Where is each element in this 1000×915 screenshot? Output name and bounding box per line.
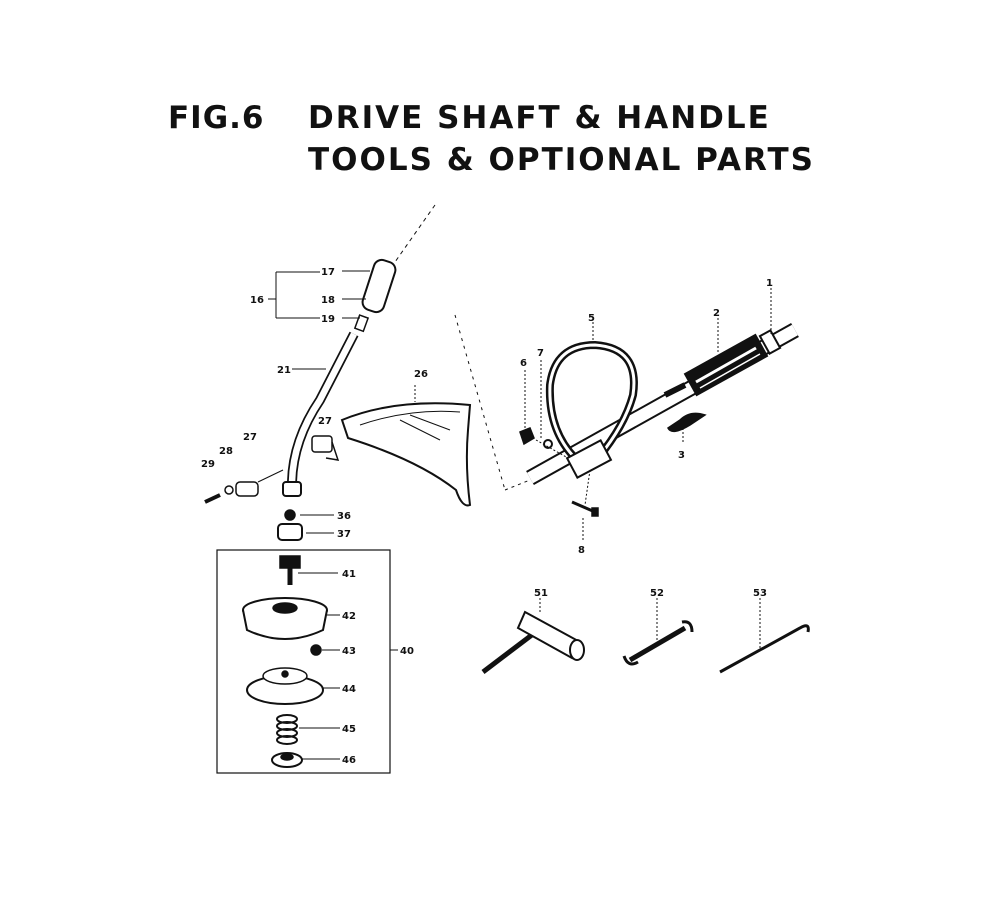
tools — [481, 598, 810, 674]
clamp-27-lower — [235, 481, 259, 497]
callout-43: 43 — [342, 646, 356, 657]
throttle-lever-3 — [667, 412, 707, 433]
guard-26 — [340, 402, 472, 507]
callout-52: 52 — [650, 588, 664, 599]
adapter-37 — [277, 523, 303, 541]
figure-number: FIG.6 — [168, 100, 265, 136]
callout-3: 3 — [678, 450, 685, 461]
washer-36 — [284, 509, 296, 521]
callout-29: 29 — [201, 459, 215, 470]
callout-17: 17 — [321, 267, 335, 278]
handle-clamp — [565, 439, 613, 479]
callout-51: 51 — [534, 588, 548, 599]
callout-42: 42 — [342, 611, 356, 622]
spring-45 — [276, 714, 298, 745]
shield-assembly — [204, 385, 472, 507]
callout-8: 8 — [578, 545, 585, 556]
spanner-52 — [622, 598, 694, 666]
callout-7: 7 — [537, 348, 544, 359]
clamp-27-upper — [311, 435, 333, 453]
callout-21: 21 — [277, 365, 291, 376]
drive-shaft-assembly — [268, 204, 436, 497]
callout-16: 16 — [250, 295, 264, 306]
bolt-8 — [571, 500, 596, 514]
callout-2: 2 — [713, 308, 720, 319]
callout-53: 53 — [753, 588, 767, 599]
figure-title-line-1: DRIVE SHAFT & HANDLE — [308, 100, 771, 136]
callout-5: 5 — [588, 313, 595, 324]
bolt-41-head — [279, 555, 301, 569]
callout-40: 40 — [400, 646, 414, 657]
hook-rod-53 — [719, 598, 810, 674]
trimmer-head-kit-box-40 — [216, 549, 391, 774]
callout-19: 19 — [321, 314, 335, 325]
handle-assembly — [454, 288, 799, 540]
callout-6: 6 — [520, 358, 527, 369]
washer-28 — [224, 485, 234, 495]
callout-labels: 1 2 3 5 6 7 8 16 17 18 19 21 26 27 27 28… — [201, 267, 773, 766]
callout-36: 36 — [337, 511, 351, 522]
callout-46: 46 — [342, 755, 356, 766]
callout-28: 28 — [219, 446, 233, 457]
callout-27-lower: 27 — [243, 432, 257, 443]
callout-26: 26 — [414, 369, 428, 380]
bolt-29 — [204, 493, 221, 504]
spark-plug-wrench-51 — [481, 598, 585, 674]
callout-45: 45 — [342, 724, 356, 735]
wing-nut-6 — [519, 427, 535, 446]
shaft-sleeve-17 — [361, 258, 397, 314]
callout-18: 18 — [321, 295, 335, 306]
callout-41: 41 — [342, 569, 356, 580]
figure-title-line-2: TOOLS & OPTIONAL PARTS — [308, 142, 815, 178]
coupler-19 — [353, 314, 370, 333]
eyelet-43 — [310, 644, 322, 656]
callout-1: 1 — [766, 278, 773, 289]
callout-44: 44 — [342, 684, 356, 695]
callout-37: 37 — [337, 529, 351, 540]
end-sleeve-1 — [758, 328, 782, 356]
callout-27-upper: 27 — [318, 416, 332, 427]
cutting-head-parts — [216, 509, 398, 774]
